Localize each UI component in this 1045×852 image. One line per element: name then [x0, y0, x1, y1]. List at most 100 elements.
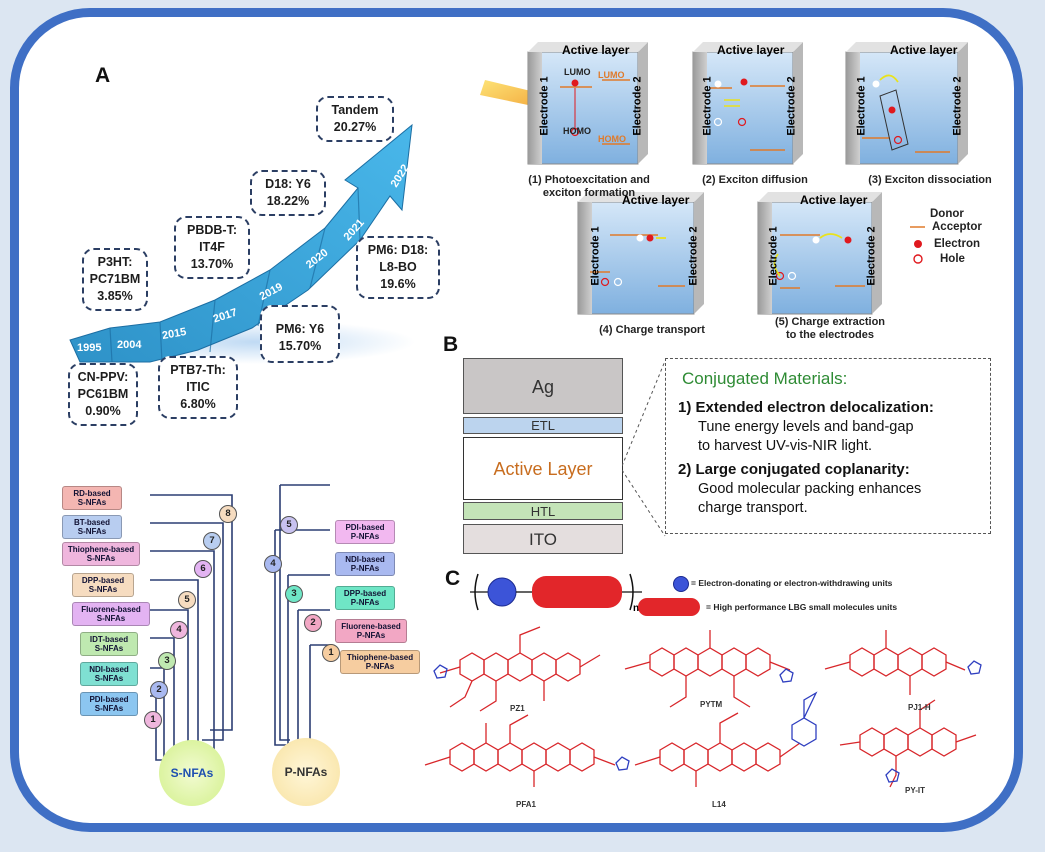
repeat-subscript: n: [633, 603, 640, 614]
polymer-name: PY-IT: [905, 786, 926, 795]
cube-4: [577, 192, 704, 315]
polymer-structures: [424, 626, 982, 788]
p-nfa-number: 2: [304, 614, 322, 632]
polymer-name: PFA1: [516, 800, 537, 809]
electrode-1-label: Electrode 1: [538, 76, 551, 136]
panel-label-c: C: [445, 567, 461, 590]
lumo-label-acceptor: LUMO: [598, 70, 625, 80]
s-nfa-number: 7: [203, 532, 221, 550]
active-layer-label: Active layer: [800, 193, 868, 207]
step-caption: (3) Exciton dissociation: [868, 174, 992, 186]
step-caption: (4) Charge transport: [599, 324, 705, 336]
cube-2: [692, 42, 803, 165]
lbg-unit-swatch: [638, 598, 700, 616]
s-nfa-number: 8: [219, 505, 237, 523]
legend-unit-2: = High performance LBG small molecules u…: [706, 602, 898, 612]
conjugated-title: Conjugated Materials:: [682, 369, 848, 388]
cube-1: [527, 42, 648, 165]
layer-active: Active Layer: [463, 437, 623, 500]
layer-ito: ITO: [463, 524, 623, 554]
active-layer-label: Active layer: [890, 43, 958, 57]
s-nfa-number: 3: [158, 652, 176, 670]
s-nfa-number: 6: [194, 560, 212, 578]
electrode-1-label: Electrode 1: [589, 226, 602, 286]
layer-etl: ETL: [463, 417, 623, 434]
step-caption: (2) Exciton diffusion: [702, 174, 808, 186]
cube-3: [845, 42, 968, 165]
p-nfa-number: 3: [285, 585, 303, 603]
year-label: 2004: [117, 339, 142, 351]
polymer-repeat-unit: [470, 573, 642, 611]
homo-label: HOMO: [563, 126, 591, 136]
layer-ag: Ag: [463, 358, 623, 414]
legend-acceptor: Acceptor: [932, 221, 982, 233]
year-label: 1995: [77, 342, 102, 354]
lumo-label: LUMO: [564, 67, 591, 77]
item1-text: Tune energy levels and band-gap: [698, 419, 914, 435]
active-layer-label: Active layer: [622, 193, 690, 207]
device-process-graphic: [480, 42, 968, 315]
legend-electron: Electron: [934, 238, 981, 250]
p-nfa-number: 5: [280, 516, 298, 534]
electrode-1-label: Electrode 1: [701, 76, 714, 136]
polymer-name: PYTM: [700, 700, 723, 709]
item1-heading: 1) Extended electron delocalization:: [678, 399, 934, 416]
homo-label-acceptor: HOMO: [598, 134, 626, 144]
conjugated-materials-box: Conjugated Materials: 1) Extended electr…: [665, 358, 991, 534]
item2-text: charge transport.: [698, 500, 808, 516]
polymer-name: PZ1: [510, 704, 525, 713]
item1-text: to harvest UV-vis-NIR light.: [698, 438, 873, 454]
electrode-1-label: Electrode 1: [855, 76, 868, 136]
active-layer-label: Active layer: [562, 43, 630, 57]
s-nfa-number: 2: [150, 681, 168, 699]
s-nfa-number: 4: [170, 621, 188, 639]
callout-lines: [622, 360, 666, 537]
polymer-name: L14: [712, 800, 726, 809]
active-layer-label: Active layer: [717, 43, 785, 57]
p-nfas-root: P-NFAs: [272, 738, 340, 806]
s-nfas-root: S-NFAs: [159, 740, 225, 806]
electrode-2-label: Electrode 2: [631, 76, 644, 136]
electrode-2-label: Electrode 2: [785, 76, 798, 136]
panel-label-b: B: [443, 333, 459, 356]
electrode-2-label: Electrode 2: [951, 76, 964, 136]
electrode-1-label: Electrode 1: [767, 226, 780, 286]
s-nfa-number: 5: [178, 591, 196, 609]
legend-hole: Hole: [940, 253, 965, 265]
electrode-2-label: Electrode 2: [687, 226, 700, 286]
legend-unit-1: = Electron-donating or electron-withdraw…: [691, 578, 893, 588]
panel-label-a: A: [95, 64, 111, 87]
cube-5: [757, 192, 882, 315]
s-nfa-number: 1: [144, 711, 162, 729]
polymer-name: PJ1-H: [908, 703, 931, 712]
item2-heading: 2) Large conjugated coplanarity:: [678, 461, 910, 478]
legend-donor: Donor: [930, 208, 964, 220]
electrode-2-label: Electrode 2: [865, 226, 878, 286]
layer-htl: HTL: [463, 502, 623, 520]
p-nfa-number: 4: [264, 555, 282, 573]
item2-text: Good molecular packing enhances: [698, 481, 922, 497]
